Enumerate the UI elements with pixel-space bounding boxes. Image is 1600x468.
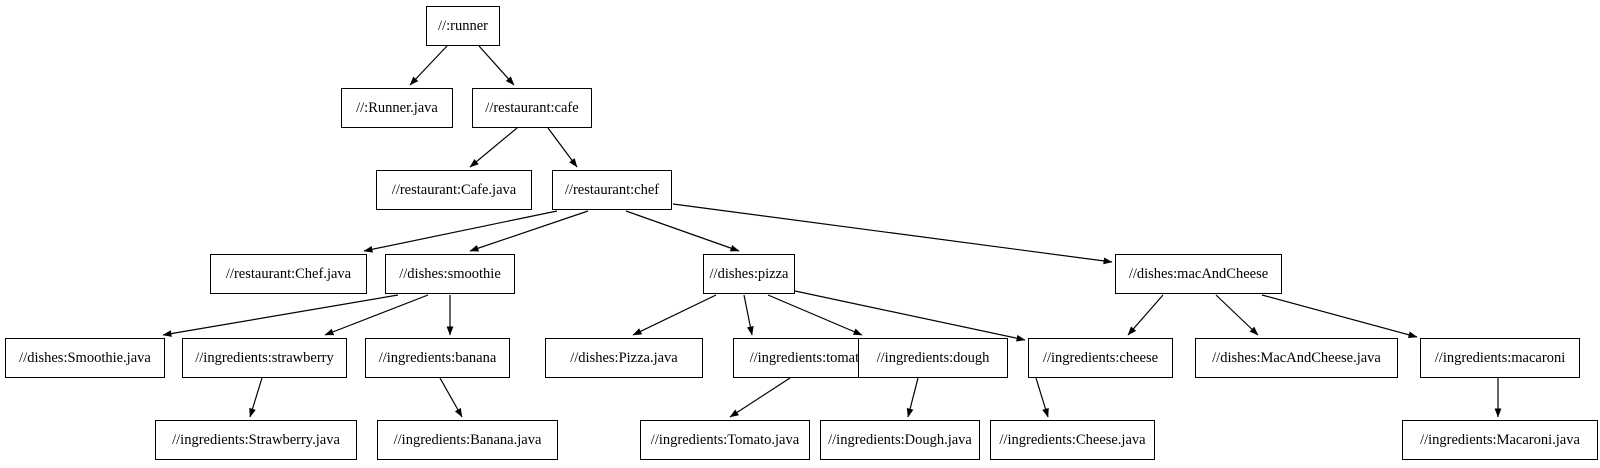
node-cafe: //restaurant:cafe: [472, 88, 592, 128]
edge-runner-to-cafe: [478, 45, 515, 86]
edge-pizza-to-tomato: [743, 294, 754, 336]
node-banana: //ingredients:banana: [365, 338, 510, 378]
node-dough: //ingredients:dough: [858, 338, 1008, 378]
edge-strawberry-to-strawberry-java: [249, 377, 263, 418]
node-mac-and-cheese-java: //dishes:MacAndCheese.java: [1195, 338, 1398, 378]
edge-banana-to-banana-java: [439, 377, 463, 418]
edge-smoothie-to-strawberry: [324, 294, 429, 336]
edge-pizza-to-dough: [767, 294, 863, 336]
node-strawberry: //ingredients:strawberry: [182, 338, 347, 378]
node-chef-java: //restaurant:Chef.java: [210, 254, 367, 294]
edge-cafe-to-cafe-java: [469, 127, 518, 168]
node-runner-java: //:Runner.java: [341, 88, 453, 128]
node-mac-and-cheese: //dishes:macAndCheese: [1115, 254, 1282, 294]
edge-mac-and-cheese-to-macaroni: [1261, 294, 1418, 339]
edge-chef-to-mac-and-cheese: [672, 203, 1113, 265]
node-pizza: //dishes:pizza: [703, 254, 795, 294]
edge-chef-to-smoothie: [469, 210, 589, 252]
node-macaroni: //ingredients:macaroni: [1420, 338, 1580, 378]
edge-pizza-to-pizza-java: [632, 294, 717, 336]
node-smoothie-java: //dishes:Smoothie.java: [5, 338, 165, 378]
edge-dough-to-dough-java: [906, 377, 919, 418]
node-banana-java: //ingredients:Banana.java: [377, 420, 558, 460]
node-cafe-java: //restaurant:Cafe.java: [376, 170, 532, 210]
edge-tomato-to-tomato-java: [729, 377, 791, 418]
node-runner: //:runner: [426, 6, 500, 46]
node-cheese: //ingredients:cheese: [1028, 338, 1173, 378]
node-dough-java: //ingredients:Dough.java: [820, 420, 980, 460]
edge-runner-to-runner-java: [409, 45, 448, 86]
node-pizza-java: //dishes:Pizza.java: [545, 338, 703, 378]
edge-cafe-to-chef: [547, 127, 578, 168]
node-tomato-java: //ingredients:Tomato.java: [640, 420, 810, 460]
edge-mac-and-cheese-to-cheese: [1127, 294, 1164, 336]
edge-cheese-to-cheese-java: [1035, 377, 1049, 418]
edge-smoothie-to-smoothie-java: [162, 294, 399, 337]
node-smoothie: //dishes:smoothie: [385, 254, 515, 294]
edge-chef-to-pizza: [625, 210, 740, 252]
node-strawberry-java: //ingredients:Strawberry.java: [155, 420, 357, 460]
node-chef: //restaurant:chef: [552, 170, 672, 210]
node-cheese-java: //ingredients:Cheese.java: [990, 420, 1155, 460]
node-macaroni-java: //ingredients:Macaroni.java: [1402, 420, 1598, 460]
edge-mac-and-cheese-to-mac-and-cheese-java: [1215, 294, 1259, 336]
edge-group: [162, 45, 1502, 418]
edge-chef-to-chef-java: [363, 210, 558, 253]
edge-pizza-to-cheese: [794, 290, 1026, 342]
